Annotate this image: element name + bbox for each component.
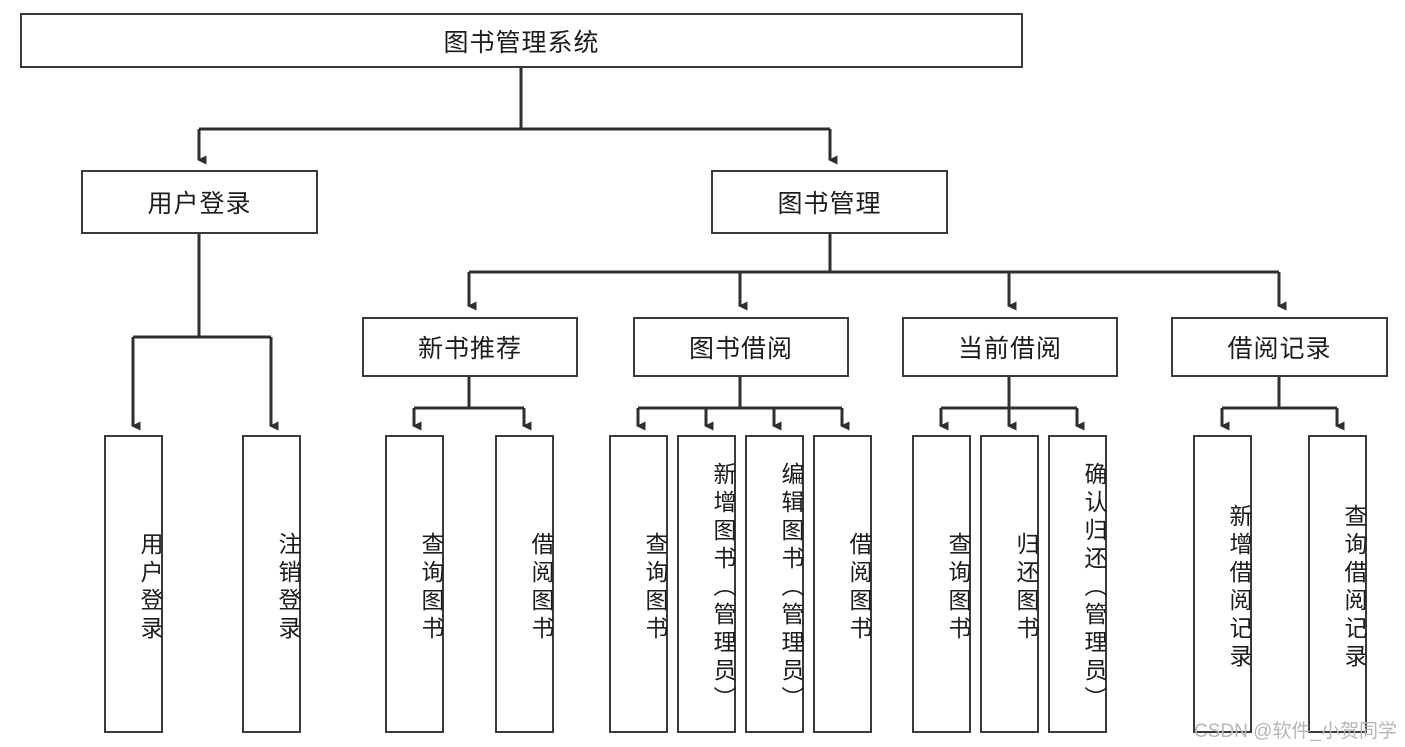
node-user-login-label: 用户登录 (147, 190, 252, 218)
node-user-login[interactable]: 用户登录 (81, 170, 318, 234)
node-root-system[interactable]: 图书管理系统 (20, 13, 1023, 68)
leaf-record-add-record[interactable]: 新增借阅记录 (1193, 435, 1252, 733)
leaf-user-login-signin-label: 用户登录 (137, 532, 163, 644)
leaf-borrow-add-book[interactable]: 新增图书（管理员） (677, 435, 736, 733)
leaf-borrow-add-book-label: 新增图书（管理员） (710, 462, 736, 714)
leaf-borrow-query-book-label: 查询图书 (642, 532, 668, 644)
leaf-borrow-edit-book-label: 编辑图书（管理员） (778, 462, 804, 714)
leaf-record-query-record[interactable]: 查询借阅记录 (1308, 435, 1367, 733)
leaf-current-query-book[interactable]: 查询图书 (912, 435, 971, 733)
leaf-borrow-query-book[interactable]: 查询图书 (609, 435, 668, 733)
leaf-record-add-record-label: 新增借阅记录 (1226, 504, 1252, 672)
node-borrow-record-label: 借阅记录 (1227, 335, 1332, 363)
node-borrow-record[interactable]: 借阅记录 (1171, 317, 1388, 377)
leaf-current-return-book-label: 归还图书 (1013, 532, 1039, 644)
leaf-record-query-record-label: 查询借阅记录 (1341, 504, 1367, 672)
node-current-borrow-label: 当前借阅 (957, 335, 1062, 363)
csdn-watermark: CSDN @软件_小贺同学 (1194, 721, 1397, 742)
leaf-current-confirm-return[interactable]: 确认归还（管理员） (1048, 435, 1107, 733)
leaf-recommend-borrow-book-label: 借阅图书 (528, 532, 554, 644)
leaf-current-return-book[interactable]: 归还图书 (980, 435, 1039, 733)
leaf-user-login-signin[interactable]: 用户登录 (104, 435, 163, 733)
node-book-management-label: 图书管理 (777, 190, 882, 218)
leaf-recommend-query-book[interactable]: 查询图书 (385, 435, 444, 733)
leaf-user-login-signout-label: 注销登录 (275, 532, 301, 644)
node-book-management[interactable]: 图书管理 (711, 170, 948, 234)
leaf-recommend-query-book-label: 查询图书 (418, 532, 444, 644)
leaf-recommend-borrow-book[interactable]: 借阅图书 (495, 435, 554, 733)
leaf-borrow-borrow-book[interactable]: 借阅图书 (813, 435, 872, 733)
leaf-current-confirm-return-label: 确认归还（管理员） (1081, 462, 1107, 714)
leaf-current-query-book-label: 查询图书 (945, 532, 971, 644)
node-root-system-label: 图书管理系统 (443, 28, 600, 57)
leaf-borrow-edit-book[interactable]: 编辑图书（管理员） (745, 435, 804, 733)
leaf-user-login-signout[interactable]: 注销登录 (242, 435, 301, 733)
node-new-book-recommend-label: 新书推荐 (417, 335, 522, 363)
node-book-borrow-label: 图书借阅 (688, 335, 793, 363)
leaf-borrow-borrow-book-label: 借阅图书 (846, 532, 872, 644)
node-new-book-recommend[interactable]: 新书推荐 (362, 317, 578, 377)
node-book-borrow[interactable]: 图书借阅 (633, 317, 849, 377)
node-current-borrow[interactable]: 当前借阅 (902, 317, 1118, 377)
